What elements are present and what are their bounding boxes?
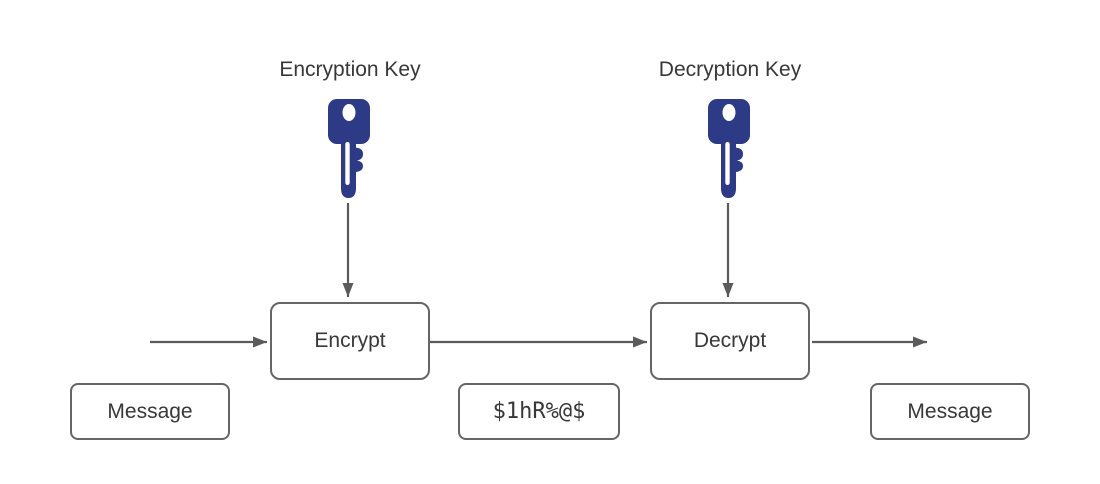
encrypt-box: Encrypt <box>270 302 430 380</box>
ciphertext-box: $1hR%@$ <box>458 383 620 440</box>
decryption-key-icon <box>708 99 750 198</box>
encryption-key-label: Encryption Key <box>279 58 421 81</box>
decrypt-box: Decrypt <box>650 302 810 380</box>
ciphertext-label: $1hR%@$ <box>492 399 586 424</box>
message-left-label: Message <box>107 399 193 423</box>
message-box-left: Message <box>70 383 230 440</box>
decrypt-box-label: Decrypt <box>693 329 767 352</box>
encryption-key-icon <box>328 99 370 198</box>
message-right-label: Message <box>907 399 993 423</box>
decryption-key-label: Decryption Key <box>658 58 802 81</box>
encrypt-box-label: Encrypt <box>314 329 386 352</box>
message-box-right: Message <box>870 383 1030 440</box>
